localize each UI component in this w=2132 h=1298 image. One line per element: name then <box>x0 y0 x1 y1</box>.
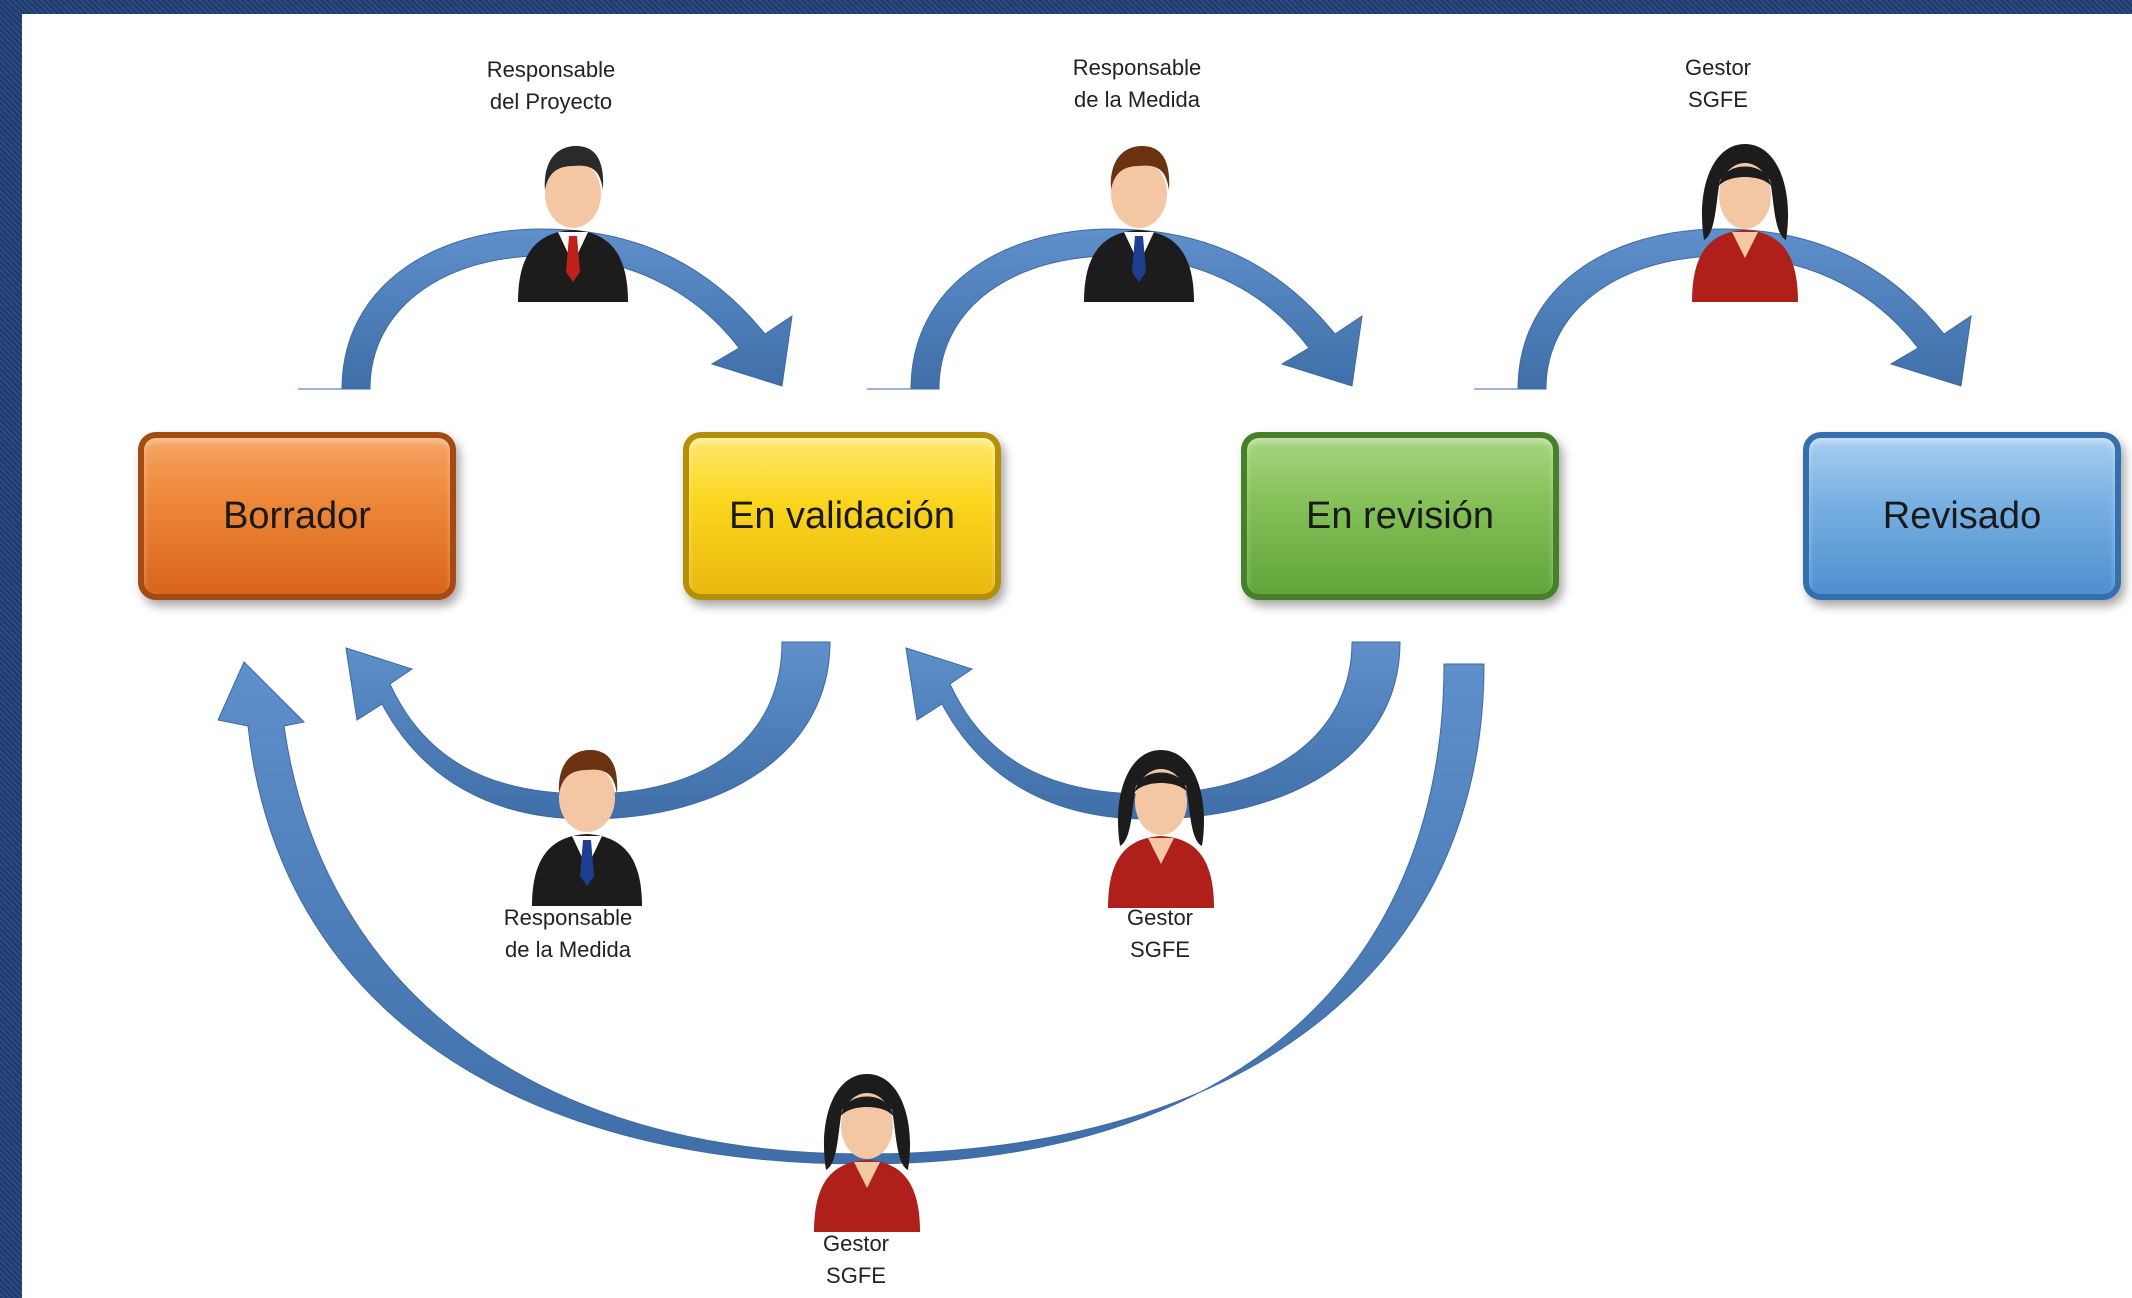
man-blue-tie-icon <box>1084 146 1194 302</box>
man-blue-tie-icon <box>532 750 642 906</box>
workflow-arrows <box>217 228 1972 1165</box>
arrow-borrador-to-validacion <box>298 228 793 390</box>
woman-red-jacket-icon <box>1692 144 1798 302</box>
woman-red-jacket-icon <box>814 1074 920 1232</box>
state-en-revision-label: En revisión <box>1306 494 1494 537</box>
role-label-bottom-3: Gestor SGFE <box>822 1231 890 1288</box>
arrow-revision-to-revisado <box>1474 228 1972 390</box>
role-label-bottom-2: Gestor SGFE <box>1126 905 1194 962</box>
state-revisado[interactable]: Revisado <box>1803 432 2121 600</box>
diagram-canvas: Borrador En validación En revisión Revis… <box>22 14 2132 1298</box>
arrow-validacion-to-borrador <box>345 641 831 820</box>
arrow-validacion-to-revision <box>867 228 1363 390</box>
state-revisado-label: Revisado <box>1882 494 2042 537</box>
state-borrador-label: Borrador <box>223 494 371 537</box>
arrow-revision-to-borrador <box>217 661 1485 1165</box>
state-en-validacion-label: En validación <box>728 494 956 537</box>
state-en-revision[interactable]: En revisión <box>1241 432 1559 600</box>
state-en-validacion[interactable]: En validación <box>683 432 1001 600</box>
role-label-top-3: Gestor SGFE <box>1684 55 1752 112</box>
state-borrador[interactable]: Borrador <box>138 432 456 600</box>
woman-red-jacket-icon <box>1108 750 1214 908</box>
role-label-top-1: Responsable del Proyecto <box>486 57 616 114</box>
man-red-tie-icon <box>518 146 628 302</box>
role-label-bottom-1: Responsable de la Medida <box>503 905 633 962</box>
arrow-revision-to-validacion <box>905 641 1401 820</box>
role-label-top-2: Responsable de la Medida <box>1072 55 1202 112</box>
